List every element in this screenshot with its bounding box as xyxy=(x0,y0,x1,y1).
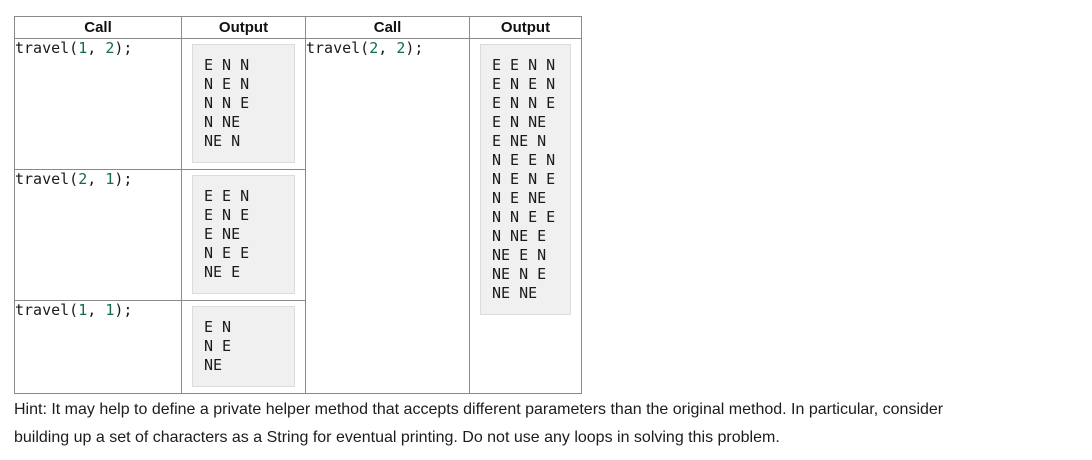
call-comma: , xyxy=(87,170,106,188)
output-cell-travel-2-2: E E N N E N E N E N N E E N NE E NE N N … xyxy=(469,38,582,394)
call-method-name: travel( xyxy=(15,39,79,57)
call-arg-1: 2 xyxy=(369,39,379,57)
hint-line-1: Hint: It may help to define a private he… xyxy=(14,401,944,418)
table-row: travel(2, 1); E E N E N E E NE N E E NE … xyxy=(14,169,582,301)
method-call-code: travel(2, 1); xyxy=(15,170,132,188)
method-call-code: travel(1, 1); xyxy=(15,301,132,319)
call-arg-2: 1 xyxy=(105,170,115,188)
call-arg-1: 1 xyxy=(78,39,88,57)
call-arg-1: 1 xyxy=(78,301,88,319)
call-arg-2: 2 xyxy=(396,39,406,57)
call-cell-travel-2-1: travel(2, 1); xyxy=(14,169,182,301)
call-arg-1: 2 xyxy=(78,170,88,188)
call-method-name: travel( xyxy=(15,301,79,319)
column-header-call-left: Call xyxy=(14,16,182,39)
hint-text: Hint: It may help to define a private he… xyxy=(14,396,943,452)
call-cell-travel-1-2: travel(1, 2); xyxy=(14,38,182,170)
output-cell-travel-1-2: E N N N E N N N E N NE NE N xyxy=(181,38,306,170)
call-close: ); xyxy=(114,170,133,188)
console-output-travel-1-2: E N N N E N N N E N NE NE N xyxy=(192,44,295,163)
table-row: travel(1, 1); E N N E NE xyxy=(14,300,582,394)
call-comma: , xyxy=(87,39,106,57)
call-arg-2: 2 xyxy=(105,39,115,57)
call-comma: , xyxy=(87,301,106,319)
console-output-travel-1-1: E N N E NE xyxy=(192,306,295,387)
column-header-output-left: Output xyxy=(181,16,306,39)
call-output-examples-table: Call Output Call Output travel(1, 2); E … xyxy=(14,16,582,394)
table-header-row: Call Output Call Output xyxy=(14,16,582,39)
call-close: ); xyxy=(114,39,133,57)
method-call-code: travel(1, 2); xyxy=(15,39,132,57)
column-header-output-right: Output xyxy=(469,16,582,39)
method-call-code: travel(2, 2); xyxy=(306,39,423,57)
table-row: travel(1, 2); E N N N E N N N E N NE NE … xyxy=(14,38,582,394)
call-comma: , xyxy=(378,39,397,57)
output-cell-travel-2-1: E E N E N E E NE N E E NE E xyxy=(181,169,306,301)
console-output-travel-2-1: E E N E N E E NE N E E NE E xyxy=(192,175,295,294)
call-arg-2: 1 xyxy=(105,301,115,319)
console-output-travel-2-2: E E N N E N E N E N N E E N NE E NE N N … xyxy=(480,44,571,315)
column-header-call-right: Call xyxy=(305,16,470,39)
call-method-name: travel( xyxy=(306,39,370,57)
hint-line-2: building up a set of characters as a Str… xyxy=(14,429,780,446)
call-close: ); xyxy=(405,39,424,57)
call-cell-travel-2-2: travel(2, 2); xyxy=(305,38,470,394)
call-cell-travel-1-1: travel(1, 1); xyxy=(14,300,182,394)
call-close: ); xyxy=(114,301,133,319)
call-method-name: travel( xyxy=(15,170,79,188)
output-cell-travel-1-1: E N N E NE xyxy=(181,300,306,394)
